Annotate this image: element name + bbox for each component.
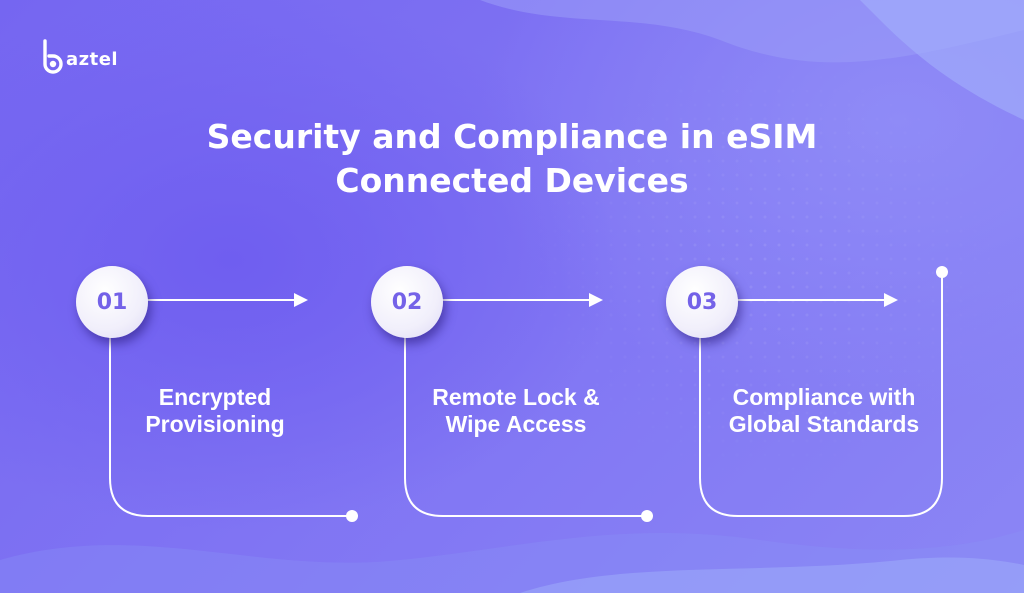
dot-icon (936, 266, 948, 278)
step-2-line-1: Remote Lock & (432, 384, 600, 410)
step-label-1: Encrypted Provisioning (100, 384, 330, 438)
brand-logo: aztel (39, 38, 118, 74)
brand-name: aztel (66, 48, 119, 70)
step-1-line-2: Provisioning (145, 411, 285, 437)
connector-path-3 (699, 272, 943, 517)
step-label-3: Compliance with Global Standards (709, 384, 939, 438)
step-badge-2: 02 (371, 266, 443, 338)
connector-path-1 (109, 337, 351, 517)
step-3-line-2: Global Standards (728, 411, 920, 437)
step-label-2: Remote Lock & Wipe Access (401, 384, 631, 438)
step-3-line-1: Compliance with (732, 384, 916, 410)
arrow-right-icon (589, 293, 603, 307)
step-2-line-2: Wipe Access (445, 411, 587, 437)
title-line-2: Connected Devices (335, 161, 689, 200)
step-badge-3: 03 (666, 266, 738, 338)
step-badge-1: 01 (76, 266, 148, 338)
title-line-1: Security and Compliance in eSIM (206, 117, 818, 156)
dot-icon (641, 510, 653, 522)
page-title: Security and Compliance in eSIM Connecte… (0, 115, 1024, 203)
dot-icon (346, 510, 358, 522)
arrow-right-icon (884, 293, 898, 307)
step-1-line-1: Encrypted (158, 384, 272, 410)
arrow-right-icon (294, 293, 308, 307)
baztel-logo-mark-icon (43, 39, 63, 74)
connector-path-2 (404, 337, 646, 517)
